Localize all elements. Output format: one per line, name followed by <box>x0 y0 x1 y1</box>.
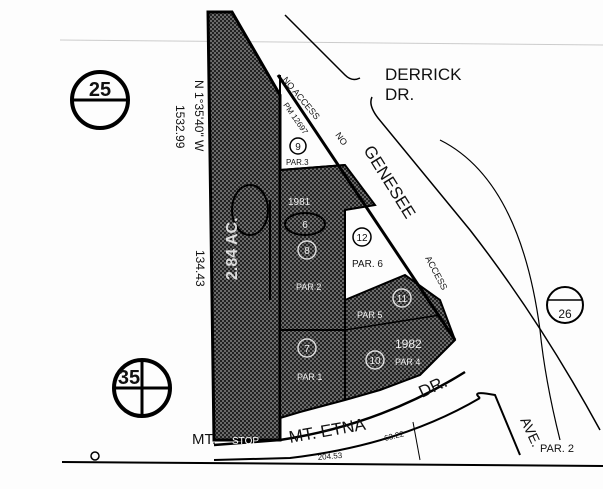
genesee-east-edge <box>370 96 601 431</box>
base-line <box>61 461 603 467</box>
parcel-7-number[interactable]: 7 <box>304 344 310 355</box>
length-204: 204.53 <box>317 451 343 462</box>
mt-etna-south-edge <box>213 397 481 461</box>
parcel-11-par: PAR 5 <box>357 310 382 320</box>
street-label-derrick: DERRICK <box>385 65 462 84</box>
access-label: ACCESS <box>423 254 449 291</box>
street-label-mt-etna-suffix: DR. <box>416 372 451 402</box>
parcel-11-number[interactable]: 11 <box>397 294 408 305</box>
bearing-label: N 1°35'40" W <box>192 80 206 152</box>
parcel-6-number[interactable]: 6 <box>302 220 308 231</box>
parcel-9-number[interactable]: 9 <box>295 142 301 153</box>
page-ref-25-label: 25 <box>89 79 111 101</box>
parcel-10-number[interactable]: 10 <box>369 356 381 367</box>
parcel-12-par: PAR. 6 <box>352 259 383 270</box>
parcel-year-1981: 1981 <box>288 197 311 208</box>
street-label-mt-etna: MT. ETNA <box>287 415 367 447</box>
length-1532: 1532.99 <box>173 105 187 149</box>
scan-line <box>59 39 603 46</box>
page-ref-26[interactable]: 26 <box>546 286 584 324</box>
page-ref-25[interactable]: 25 <box>70 70 130 130</box>
length-63: 63.22 <box>383 429 405 443</box>
parcel-8-number[interactable]: 8 <box>304 246 310 257</box>
page-ref-35-label: 35 <box>118 367 140 389</box>
street-label-derrick-suffix: DR. <box>385 85 414 104</box>
parcel-12-number[interactable]: 12 <box>356 233 368 244</box>
genesee-west-edge <box>276 74 457 341</box>
parcel-right-par: PAR. 2 <box>540 443 574 455</box>
parcel-9-par: PAR.3 <box>286 158 309 167</box>
parcel-year-1982: 1982 <box>395 337 422 351</box>
parcel-strip-area: 2.84 AC. <box>224 217 241 280</box>
no-access-label: NO ACCESS <box>280 75 321 122</box>
parcel-8-par: PAR 2 <box>296 282 321 292</box>
no-access-label-2: NO <box>333 130 349 147</box>
page-ref-35[interactable]: 35 <box>112 358 172 418</box>
parcel-10-par: PAR 4 <box>395 357 420 367</box>
page-ref-26-label: 26 <box>558 307 572 321</box>
mt-etna-north-edge <box>213 370 466 447</box>
length-134: 134.43 <box>193 250 207 287</box>
stop-label: STOP <box>232 436 259 447</box>
street-label-mt-left: MT. <box>192 431 216 448</box>
parcel-7-par: PAR 1 <box>297 372 322 382</box>
